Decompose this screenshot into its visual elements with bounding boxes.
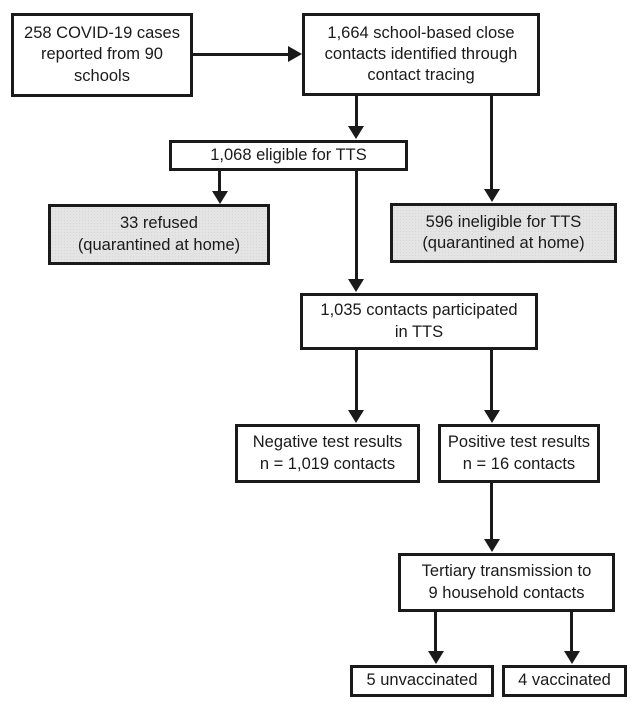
box-close-contacts: 1,664 school-based close contacts identi… [302,13,540,96]
arrow-cases-to-contacts-head [288,46,302,62]
arrow-tertiary-to-unvaccinated-head [428,651,444,664]
box-participated-tts-text: 1,035 contacts participated in TTS [320,301,518,341]
box-refused-text: 33 refused (quarantined at home) [77,214,241,254]
box-vaccinated: 4 vaccinated [502,665,627,697]
box-positive-results-text: Positive test results n = 16 contacts [447,433,591,473]
arrow-participated-to-negative-line [355,350,358,411]
arrow-eligible-to-refused-line [218,171,221,192]
box-unvaccinated-text: 5 unvaccinated [366,671,478,690]
arrow-tertiary-to-unvaccinated-line [434,612,437,652]
box-negative-results: Negative test results n = 1,019 contacts [235,424,420,483]
arrow-eligible-to-participated-line [355,171,358,280]
box-eligible-tts: 1,068 eligible for TTS [169,140,408,171]
arrow-eligible-to-refused-head [212,191,228,204]
arrow-positive-to-tertiary-line [490,483,493,540]
box-covid-cases-text: 258 COVID-19 cases reported from 90 scho… [24,24,180,85]
arrow-contacts-to-eligible-line [355,96,358,127]
box-participated-tts: 1,035 contacts participated in TTS [300,293,538,350]
box-positive-results: Positive test results n = 16 contacts [438,424,600,483]
arrow-positive-to-tertiary-head [484,539,500,552]
box-refused: 33 refused (quarantined at home) [48,204,270,265]
arrow-cases-to-contacts-line [193,53,289,56]
arrow-tertiary-to-vaccinated-line [570,612,573,652]
box-negative-results-text: Negative test results n = 1,019 contacts [252,433,403,473]
box-ineligible-tts: 596 ineligible for TTS (quarantined at h… [390,203,617,263]
arrow-participated-to-positive-head [484,410,500,423]
box-unvaccinated: 5 unvaccinated [350,665,494,697]
box-tertiary-transmission: Tertiary transmission to 9 household con… [398,553,615,612]
box-tertiary-transmission-text: Tertiary transmission to 9 household con… [421,562,592,602]
arrow-contacts-to-ineligible-line [490,96,493,190]
box-close-contacts-text: 1,664 school-based close contacts identi… [324,23,518,85]
box-vaccinated-text: 4 vaccinated [518,671,611,690]
arrow-eligible-to-participated-head [348,279,364,292]
arrow-participated-to-negative-head [348,410,364,423]
arrow-contacts-to-eligible-head [348,126,364,139]
arrow-participated-to-positive-line [490,350,493,411]
box-ineligible-tts-text: 596 ineligible for TTS (quarantined at h… [422,212,585,252]
arrow-contacts-to-ineligible-head [484,189,500,202]
box-covid-cases: 258 COVID-19 cases reported from 90 scho… [11,13,193,97]
box-eligible-tts-text: 1,068 eligible for TTS [210,145,367,164]
arrow-tertiary-to-vaccinated-head [564,651,580,664]
